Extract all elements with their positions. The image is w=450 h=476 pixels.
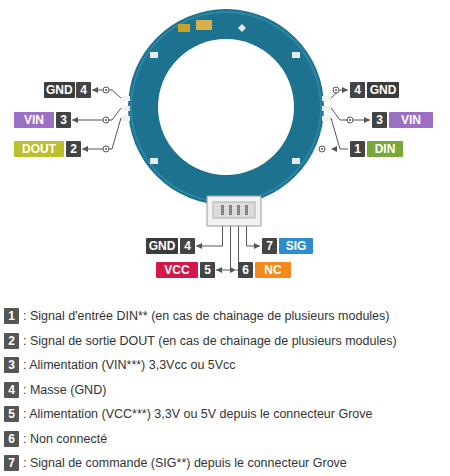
callout-number: 1 <box>4 308 19 324</box>
pin-name: SIG <box>279 238 313 254</box>
pin-number-text: 6 <box>242 264 249 276</box>
callout-number-text: 3 <box>8 359 15 371</box>
led <box>292 158 300 164</box>
logo <box>238 24 246 32</box>
ring-edge <box>131 12 321 202</box>
led <box>150 52 158 58</box>
pin-number-text: 4 <box>184 240 191 252</box>
pin-number: 4 <box>180 238 195 254</box>
pin-name-text: DOUT <box>22 143 56 155</box>
pad <box>121 106 130 111</box>
led <box>292 52 300 58</box>
pin-number: 7 <box>262 238 277 254</box>
pad <box>322 106 331 111</box>
pad-markers <box>103 87 353 152</box>
pin-name: DIN <box>367 141 403 157</box>
callout-number-text: 5 <box>8 408 15 420</box>
pin-name-text: VIN <box>401 114 421 126</box>
callout-number: 7 <box>4 455 19 471</box>
callout-number: 5 <box>4 406 19 422</box>
callout-number-text: 6 <box>8 433 15 445</box>
ring-board <box>128 9 324 205</box>
callout-number: 6 <box>4 431 19 447</box>
pad <box>121 116 130 121</box>
pin-name: DOUT <box>14 141 64 157</box>
pin-name-text: GND <box>370 84 397 96</box>
pin-name: GND <box>367 82 399 98</box>
pin-number: 1 <box>350 141 365 157</box>
pin-name-text: GND <box>149 240 176 252</box>
callout-number: 2 <box>4 333 19 349</box>
grove-connector-body <box>213 202 255 218</box>
pin-name-text: SIG <box>286 240 307 252</box>
pin-name-text: DIN <box>375 143 396 155</box>
callout-number: 3 <box>4 357 19 373</box>
pin-description: : Signal de sortie DOUT (en cas de chain… <box>23 333 448 349</box>
callout-number-text: 2 <box>8 335 15 347</box>
callout-number-text: 7 <box>8 457 15 469</box>
pin-description: : Signal de commande (SIG**) depuis le c… <box>23 455 448 471</box>
pin-description: : Alimentation (VCC***) 3,3V ou 5V depui… <box>23 406 448 422</box>
pad-marker-dots <box>105 89 351 150</box>
pad <box>322 116 331 121</box>
connector-pins <box>221 205 248 215</box>
pin-number-text: 3 <box>376 114 383 126</box>
pin-number-text: 4 <box>80 84 87 96</box>
capacitor <box>178 24 190 32</box>
pin-number: 4 <box>76 82 91 98</box>
pad <box>322 96 331 101</box>
pin-name: GND <box>44 82 75 98</box>
pin-description: : Non connecté <box>23 431 448 447</box>
arrow-heads <box>72 87 370 273</box>
callout-number-text: 4 <box>8 384 15 396</box>
callout-number-text: 1 <box>8 310 15 322</box>
pin-name-text: VCC <box>164 264 189 276</box>
leader-lines <box>72 90 370 270</box>
pin-description: : Masse (GND) <box>23 382 448 398</box>
pin-number: 2 <box>66 141 81 157</box>
pin-number-text: 4 <box>354 84 361 96</box>
pin-description: : Alimentation (VIN***) 3,3Vcc ou 5Vcc <box>23 357 448 373</box>
led <box>150 158 158 164</box>
callout-number: 4 <box>4 382 19 398</box>
pin-name-text: VIN <box>24 114 44 126</box>
pin-name: NC <box>255 262 291 278</box>
pin-number: 5 <box>200 262 215 278</box>
grove-connector <box>207 196 261 226</box>
pin-number: 6 <box>238 262 253 278</box>
pin-number: 4 <box>350 82 365 98</box>
ring-hole <box>158 39 294 175</box>
pin-number: 3 <box>56 112 71 128</box>
pin-name-text: GND <box>46 84 73 96</box>
pin-description: : Signal d'entrée DIN** (en cas de chain… <box>23 308 448 324</box>
pin-number-text: 5 <box>204 264 211 276</box>
pad <box>121 96 130 101</box>
pin-number-text: 3 <box>60 114 67 126</box>
capacitor <box>196 20 212 30</box>
pin-name: VIN <box>14 112 54 128</box>
pin-number-text: 2 <box>70 143 77 155</box>
pin-name: GND <box>146 238 178 254</box>
pin-name: VIN <box>389 112 433 128</box>
pin-name-text: NC <box>264 264 281 276</box>
pin-number: 3 <box>372 112 387 128</box>
pin-number-text: 1 <box>354 143 361 155</box>
pin-name: VCC <box>156 262 198 278</box>
pin-number-text: 7 <box>266 240 273 252</box>
